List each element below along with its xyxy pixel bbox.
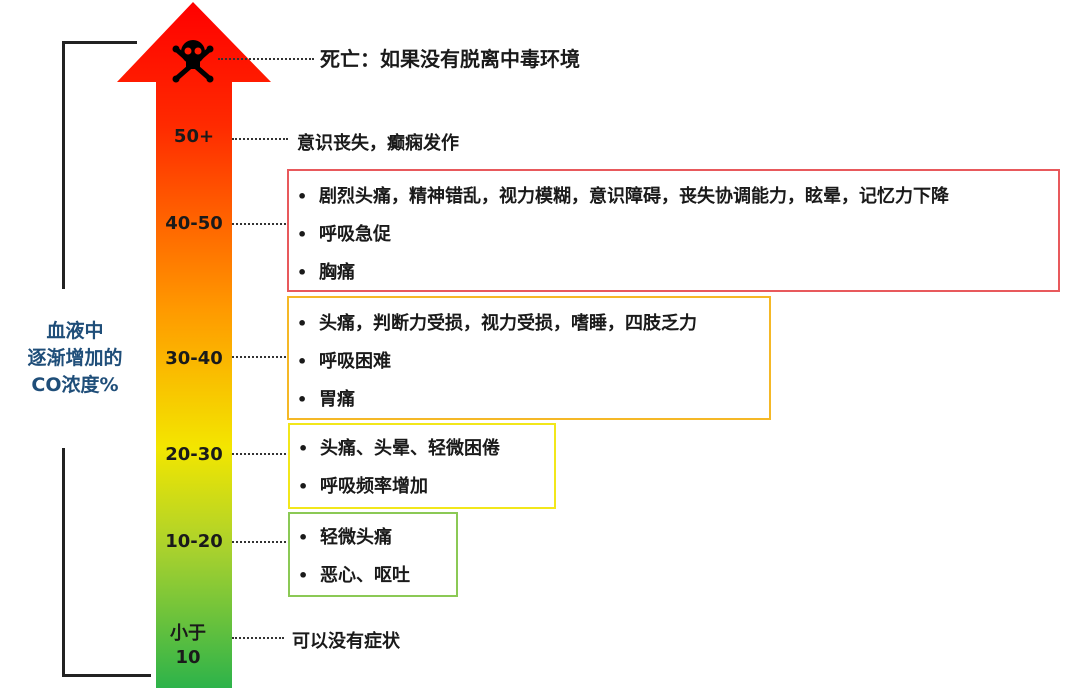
list-item: •呼吸困难: [297, 351, 391, 372]
list-item: •胃痛: [297, 389, 355, 410]
level-label-line: 小于: [170, 623, 206, 644]
symptom-box-20-30: •头痛、头晕、轻微困倦 •呼吸频率增加: [288, 423, 556, 509]
leader-dots: [232, 223, 286, 225]
side-label-line: 血液中: [46, 320, 104, 342]
leader-dots: [218, 58, 314, 60]
level-50-text: 意识丧失，癫痫发作: [297, 133, 459, 154]
list-item: •剧烈头痛，精神错乱，视力模糊，意识障碍，丧失协调能力，眩晕，记忆力下降: [297, 186, 949, 207]
arrow-shape: [117, 2, 271, 688]
list-item: •恶心、呕吐: [298, 565, 410, 586]
list-item: •呼吸急促: [297, 224, 391, 245]
symptom-box-10-20: •轻微头痛 •恶心、呕吐: [288, 512, 458, 597]
level-label: 10-20: [165, 531, 223, 552]
leader-dots: [232, 453, 286, 455]
level-0-text: 可以没有症状: [292, 631, 400, 652]
list-item: •头痛、头晕、轻微困倦: [298, 438, 500, 459]
top-text: 死亡：如果没有脱离中毒环境: [320, 47, 580, 71]
leader-dots: [232, 138, 288, 140]
level-label-line: 10: [175, 647, 201, 668]
level-label: 50+: [173, 126, 215, 147]
bracket-upper: [62, 41, 137, 289]
symptom-box-30-40: •头痛，判断力受损，视力受损，嗜睡，四肢乏力 •呼吸困难 •胃痛: [287, 296, 771, 420]
leader-dots: [232, 637, 284, 639]
level-label: 30-40: [165, 348, 223, 369]
list-item: •头痛，判断力受损，视力受损，嗜睡，四肢乏力: [297, 313, 697, 334]
level-label: 小于 10: [148, 622, 228, 670]
leader-dots: [232, 356, 286, 358]
side-label-line: CO浓度%: [31, 374, 119, 396]
list-item: •呼吸频率增加: [298, 476, 428, 497]
level-label: 20-30: [165, 444, 223, 465]
list-item: •胸痛: [297, 262, 355, 283]
skull-crossbones-icon: [172, 40, 214, 83]
side-label-line: 逐渐增加的: [27, 347, 123, 369]
symptom-box-40-50: •剧烈头痛，精神错乱，视力模糊，意识障碍，丧失协调能力，眩晕，记忆力下降 •呼吸…: [287, 169, 1060, 292]
level-label: 40-50: [165, 213, 223, 234]
leader-dots: [232, 541, 286, 543]
list-item: •轻微头痛: [298, 527, 392, 548]
side-label: 血液中 逐渐增加的 CO浓度%: [0, 318, 150, 399]
bracket-lower: [62, 448, 151, 677]
